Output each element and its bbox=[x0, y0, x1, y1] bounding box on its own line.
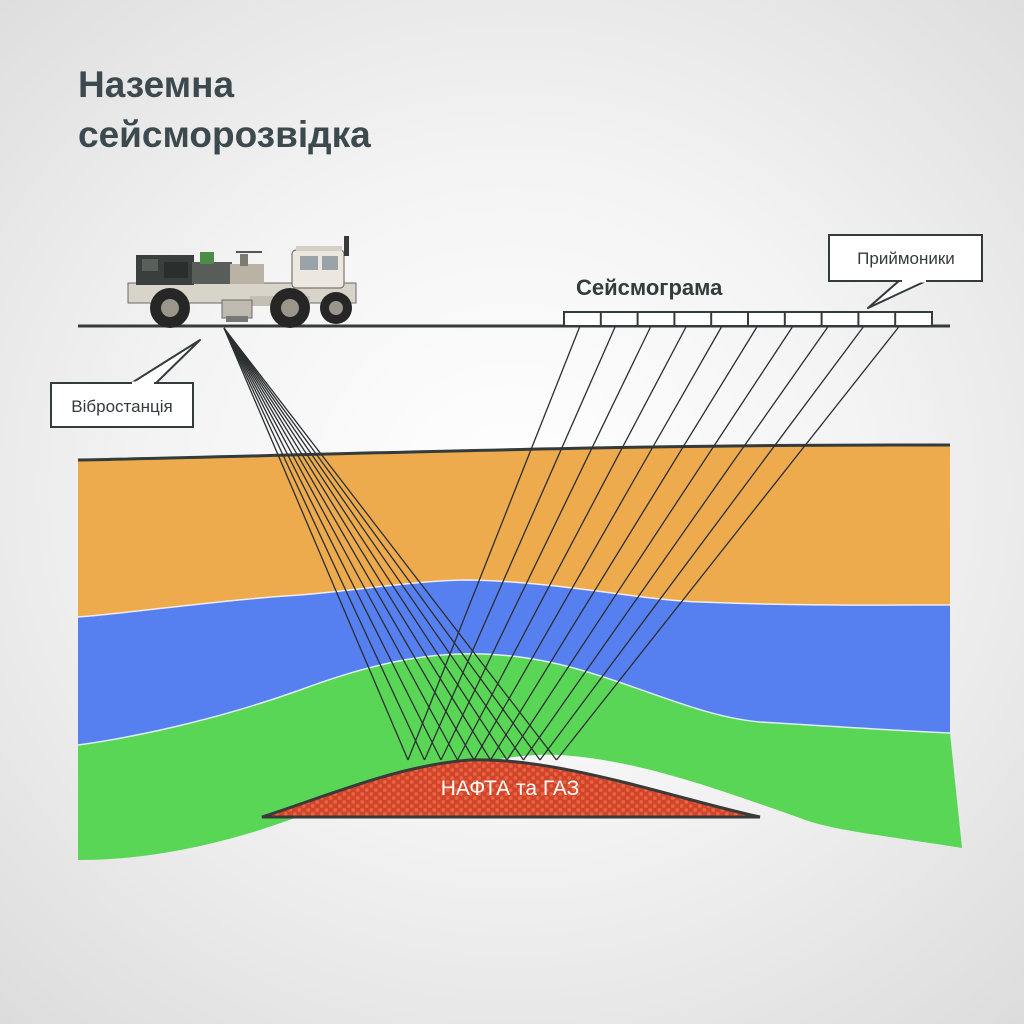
ray-up bbox=[473, 325, 723, 761]
ray-up bbox=[423, 325, 617, 761]
reservoir-body bbox=[261, 758, 761, 819]
receiver-dividers bbox=[599, 312, 897, 326]
surface-line bbox=[77, 443, 951, 462]
reservoir: НАФТА та ГАЗ bbox=[261, 758, 761, 819]
title-line-2: сейсморозвідка bbox=[78, 114, 371, 155]
ray-down bbox=[223, 327, 409, 761]
ray-down bbox=[223, 327, 426, 761]
ray-up bbox=[555, 325, 901, 761]
seismogram-label: Сейсмограма bbox=[576, 275, 723, 300]
ray-down bbox=[223, 327, 475, 761]
ray-up bbox=[539, 325, 865, 761]
ray-up bbox=[522, 325, 830, 761]
seismic-rays bbox=[223, 325, 901, 761]
ray-down bbox=[223, 327, 442, 761]
receivers-label: Приймоники bbox=[857, 249, 955, 268]
reservoir-label: НАФТА та ГАЗ bbox=[441, 777, 580, 800]
ray-down bbox=[223, 327, 558, 761]
receiver-array bbox=[563, 311, 933, 327]
vibrator-callout: Вібростанція bbox=[50, 339, 201, 428]
ray-down bbox=[223, 327, 508, 761]
ray-up bbox=[489, 325, 759, 761]
title-line-1: Наземна bbox=[78, 64, 235, 105]
ray-up bbox=[456, 325, 688, 761]
ray-down bbox=[223, 327, 492, 761]
ray-down bbox=[223, 327, 525, 761]
ray-up bbox=[440, 325, 652, 761]
blue-green-boundary bbox=[77, 653, 951, 746]
orange-layer bbox=[78, 444, 950, 617]
page-title: Наземна сейсморозвідка bbox=[78, 60, 371, 160]
ray-down bbox=[223, 327, 541, 761]
ray-up bbox=[407, 325, 581, 761]
receivers-callout: Приймоники bbox=[828, 234, 983, 309]
vibrator-label: Вібростанція bbox=[71, 397, 172, 416]
orange-blue-boundary bbox=[77, 579, 951, 618]
ray-down bbox=[223, 327, 459, 761]
blue-layer bbox=[78, 580, 950, 745]
ray-up bbox=[506, 325, 794, 761]
vibrator-truck-icon bbox=[127, 236, 357, 328]
